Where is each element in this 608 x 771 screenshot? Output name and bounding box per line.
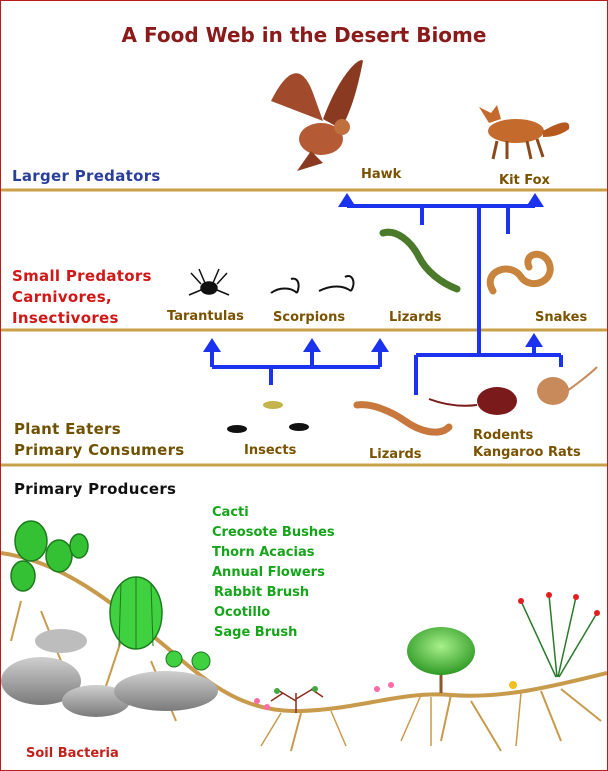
small-cactus — [166, 651, 182, 667]
organism-label-snakes: Snakes — [535, 310, 587, 325]
flower — [374, 686, 380, 692]
tarantula-body — [201, 282, 217, 294]
hawk-illustration — [271, 60, 363, 171]
acacia-leaf — [312, 686, 318, 692]
lizard-predator-illustration — [383, 232, 457, 289]
tier-label-small-predators: Small Predators — [12, 267, 152, 285]
ocotillo-flower — [594, 610, 600, 616]
cactus-pad — [11, 561, 35, 591]
beetle — [289, 423, 309, 431]
rodent-body — [477, 387, 517, 415]
ant — [227, 425, 247, 433]
snake-illustration — [490, 254, 550, 291]
tarantula-illustration — [189, 269, 229, 295]
page-title: A Food Web in the Desert Biome — [1, 23, 607, 47]
kangaroo-rat-illustration — [537, 367, 597, 405]
insects-illustration — [227, 401, 309, 433]
tier-label-primary-producers: Primary Producers — [14, 480, 176, 498]
scorpion — [319, 276, 353, 291]
hawk-head — [334, 119, 350, 135]
organism-label-lizards-predator: Lizards — [389, 310, 442, 325]
producer-rabbit-brush: Rabbit Brush — [214, 583, 309, 603]
tier-label-larger-predators: Larger Predators — [12, 167, 161, 185]
ocotillo — [518, 592, 600, 677]
tier-label-carnivores: Carnivores, — [12, 288, 112, 306]
arrowhead-tarantulas — [203, 338, 221, 352]
cactus-pad — [15, 521, 47, 561]
bush-canopy — [407, 627, 475, 675]
arrowhead-scorpions — [303, 338, 321, 352]
kit-fox-illustration — [479, 105, 569, 159]
producer-sage-brush: Sage Brush — [214, 623, 297, 643]
organism-label-hawk: Hawk — [361, 167, 401, 182]
scorpion — [271, 279, 299, 293]
organism-label-tarantulas: Tarantulas — [167, 309, 244, 324]
ocotillo-flower — [546, 592, 552, 598]
grasshopper — [263, 401, 283, 409]
arrow-stems — [212, 351, 380, 367]
arrowhead-snakes — [525, 333, 543, 347]
cactus-pad — [46, 540, 72, 572]
flower — [264, 704, 270, 710]
flower — [254, 698, 260, 704]
producer-ocotillo: Ocotillo — [214, 603, 270, 623]
arrowhead-lizards — [371, 338, 389, 352]
fox-tail — [543, 122, 569, 137]
lizard — [357, 405, 449, 432]
organism-label-lizards-consumer: Lizards — [369, 447, 422, 462]
producer-creosote-bushes: Creosote Bushes — [212, 523, 335, 543]
producer-annual-flowers: Annual Flowers — [212, 563, 325, 583]
kangaroo-rat-body — [537, 377, 569, 405]
rock — [35, 629, 87, 653]
lizard-consumer-illustration — [357, 405, 449, 432]
organism-label-kit-fox: Kit Fox — [499, 173, 550, 188]
organism-label-scorpions: Scorpions — [273, 310, 345, 325]
soil-bacteria-label: Soil Bacteria — [26, 746, 119, 761]
ocotillo-stems — [521, 595, 597, 677]
barrel-cactus — [110, 577, 210, 670]
flower — [388, 682, 394, 688]
hawk-wing — [323, 60, 363, 129]
ocotillo-flower — [573, 594, 579, 600]
kangaroo-rat-tail — [567, 367, 597, 391]
tier-label-primary-consumers: Primary Consumers — [14, 441, 185, 459]
arrow-to-small-predators — [212, 346, 561, 395]
producer-cacti: Cacti — [212, 503, 249, 523]
cactus-pad — [70, 534, 88, 558]
rodent-tail — [429, 399, 477, 406]
creosote-bush — [407, 627, 475, 693]
organism-label-rodents: Rodents — [473, 428, 533, 443]
tier-label-insectivores: Insectivores — [12, 309, 119, 327]
root-branch — [11, 601, 601, 751]
acacia-leaf — [274, 688, 280, 694]
snake — [490, 254, 550, 291]
arrowhead-hawk — [338, 193, 356, 207]
rock — [114, 671, 218, 711]
tier-label-plant-eaters: Plant Eaters — [14, 420, 121, 438]
organism-label-kangaroo-rats: Kangaroo Rats — [473, 445, 581, 460]
lizard — [383, 232, 457, 289]
flower — [509, 681, 517, 689]
fox-body — [488, 119, 544, 143]
hawk-wing — [271, 73, 323, 121]
producer-thorn-acacias: Thorn Acacias — [212, 543, 314, 563]
ocotillo-flower — [518, 598, 524, 604]
scorpion-illustration — [271, 276, 353, 293]
fox-head — [479, 105, 501, 123]
organism-label-insects: Insects — [244, 443, 296, 458]
rodent-illustration — [429, 387, 517, 415]
arrowhead-kit-fox — [526, 193, 544, 207]
small-cactus — [192, 652, 210, 670]
